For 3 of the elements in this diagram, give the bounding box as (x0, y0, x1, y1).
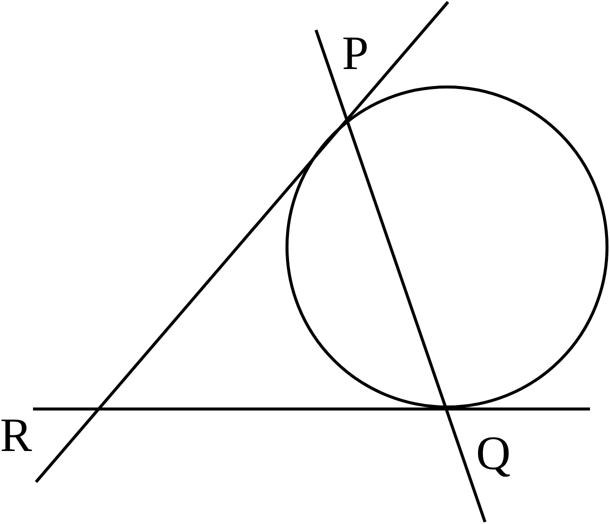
point-label: R (0, 412, 32, 460)
point-label: Q (476, 430, 511, 478)
point-label: P (342, 30, 369, 78)
